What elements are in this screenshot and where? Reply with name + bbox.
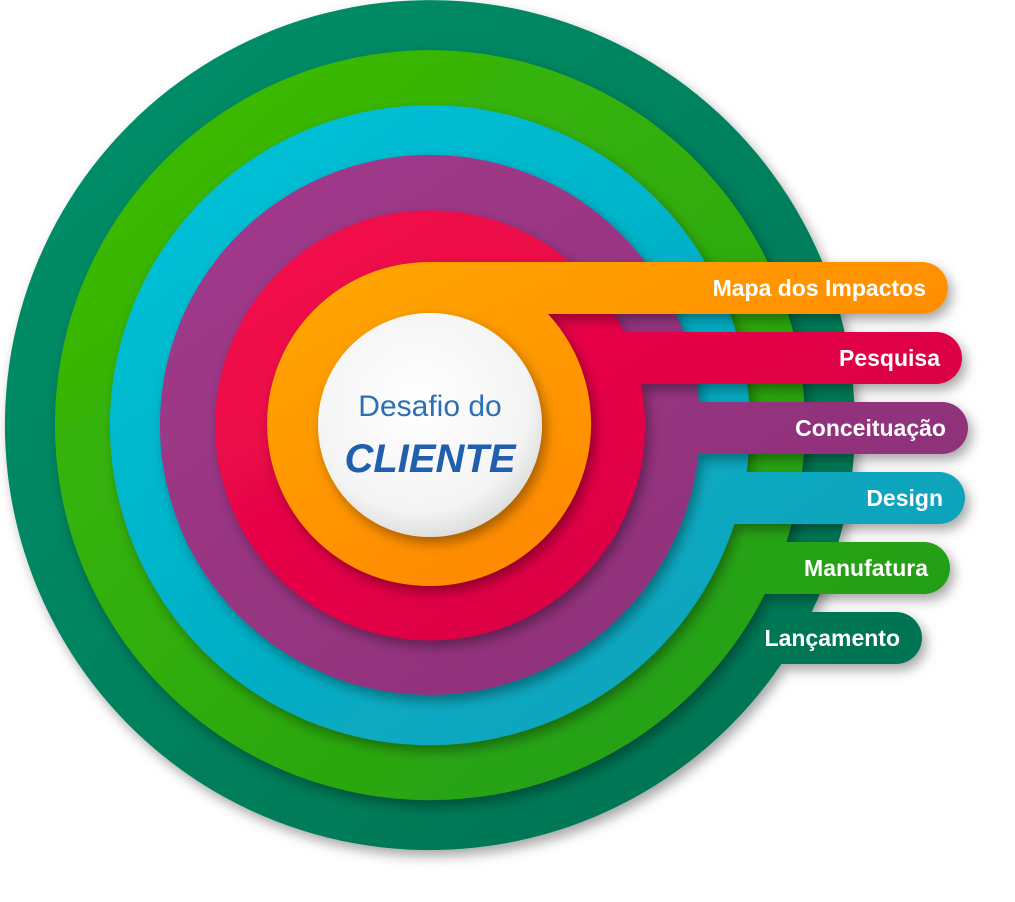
center-title-line1: Desafio do bbox=[358, 390, 501, 423]
ring-label-5: Pesquisa bbox=[839, 345, 940, 371]
ring-label-3: Design bbox=[866, 485, 943, 511]
ring-label-1: Lançamento bbox=[765, 625, 900, 651]
ring-label-4: Conceituação bbox=[795, 415, 946, 441]
center-disc bbox=[318, 313, 542, 537]
center-circle: Desafio do CLIENTE bbox=[318, 313, 542, 537]
ring-label-2: Manufatura bbox=[804, 555, 928, 581]
ring-label-6: Mapa dos Impactos bbox=[713, 275, 926, 301]
center-title-line2: CLIENTE bbox=[344, 437, 516, 481]
